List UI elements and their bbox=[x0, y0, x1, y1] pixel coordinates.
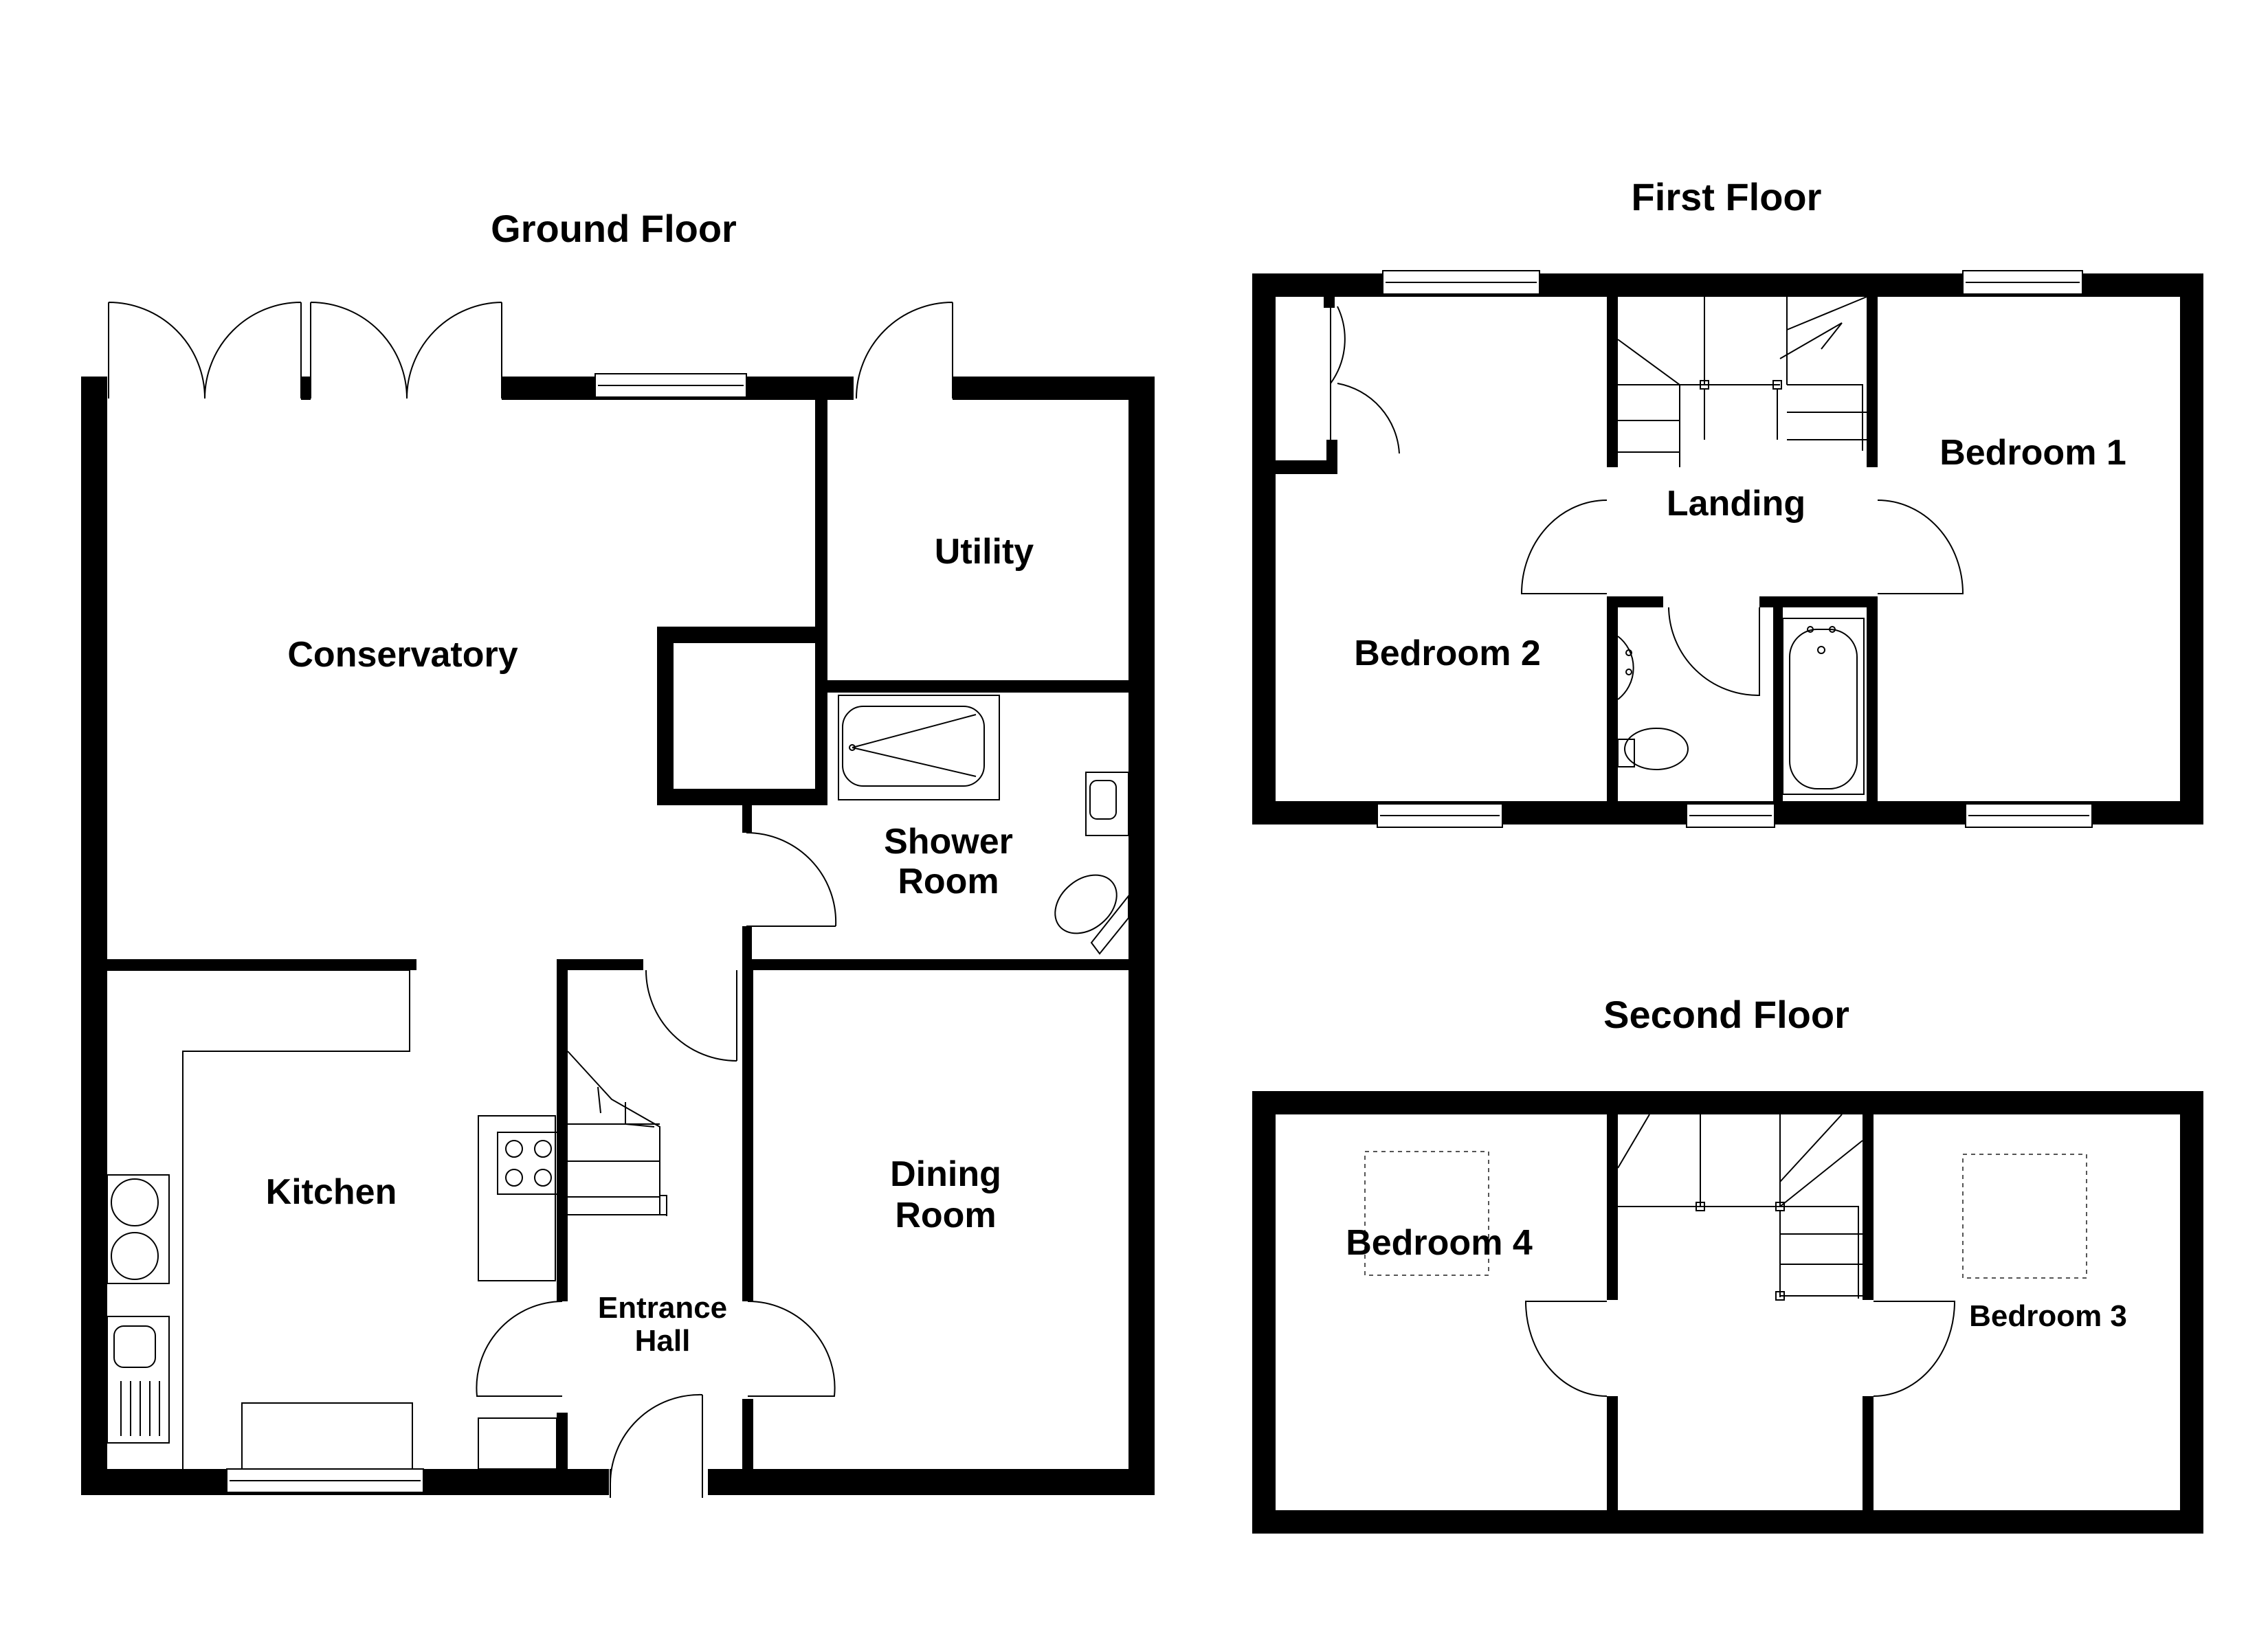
door-bedroom2 bbox=[1520, 500, 1608, 594]
second-wall-left bbox=[1252, 1091, 1276, 1534]
ground-wall-top-utility-stub bbox=[818, 377, 854, 400]
skylight-bedroom3 bbox=[1962, 1154, 2087, 1279]
hob-unit bbox=[478, 1115, 556, 1281]
wall-hall-top bbox=[557, 959, 643, 970]
french-door-mullion bbox=[301, 377, 311, 400]
second-wall-stair-right bbox=[1863, 1114, 1874, 1300]
first-bath bbox=[1782, 618, 1865, 795]
ground-wall-left bbox=[81, 377, 107, 1495]
cupboard-block bbox=[657, 627, 674, 805]
kitchen-worktop bbox=[107, 969, 410, 1469]
second-floor-plan: Second Floor Bedroom 4 Bedroom 3 bbox=[1252, 993, 2203, 1534]
label-bedroom1: Bedroom 1 bbox=[1939, 433, 2126, 473]
first-wall-stair-left bbox=[1607, 297, 1618, 467]
first-floor-plan: First Floor bbox=[1252, 175, 2203, 828]
cooker bbox=[107, 1174, 170, 1284]
door-bedroom3 bbox=[1873, 1301, 1956, 1397]
first-bath-top-wall-left bbox=[1607, 596, 1663, 607]
hall-door-top bbox=[645, 969, 737, 1062]
first-wall-left bbox=[1252, 273, 1276, 824]
kitchen-sink bbox=[107, 1316, 170, 1444]
wardrobe-wall bbox=[1276, 460, 1337, 474]
second-wall-right bbox=[2180, 1091, 2203, 1534]
first-floor-title: First Floor bbox=[1632, 175, 1822, 218]
first-wall-right bbox=[2180, 273, 2203, 824]
ground-floor-plan: Ground Floor bbox=[81, 207, 1155, 1498]
second-wall-stair-left bbox=[1607, 1114, 1618, 1300]
wall-dining-left bbox=[742, 959, 753, 1301]
first-bath-divider bbox=[1773, 596, 1783, 801]
label-bedroom3: Bedroom 3 bbox=[1969, 1299, 2127, 1333]
kitchen-door bbox=[476, 1301, 563, 1397]
french-door-2 bbox=[310, 302, 502, 399]
label-shower-room-1: Shower bbox=[884, 822, 1013, 862]
hall-stairs bbox=[567, 1051, 667, 1216]
label-kitchen: Kitchen bbox=[266, 1172, 397, 1212]
label-hall-2: Hall bbox=[635, 1324, 691, 1358]
shower-room-wc bbox=[1090, 894, 1129, 955]
door-bedroom4 bbox=[1524, 1301, 1608, 1397]
french-door-1 bbox=[108, 302, 302, 399]
label-utility: Utility bbox=[935, 532, 1034, 572]
label-dining-2: Room bbox=[895, 1196, 996, 1235]
label-hall-1: Entrance bbox=[598, 1291, 727, 1325]
wall-hall-left bbox=[557, 959, 568, 1301]
shower-tray bbox=[838, 695, 1000, 800]
label-bedroom4: Bedroom 4 bbox=[1346, 1223, 1533, 1263]
first-bath-top-wall-right bbox=[1759, 596, 1878, 607]
second-floor-title: Second Floor bbox=[1603, 993, 1849, 1036]
first-wc bbox=[1624, 728, 1689, 770]
second-wall-top bbox=[1252, 1091, 2203, 1114]
skylight-bedroom4 bbox=[1364, 1151, 1489, 1276]
dining-door bbox=[747, 1300, 836, 1397]
ground-floor-title: Ground Floor bbox=[491, 207, 737, 250]
wall-kitchen-top bbox=[107, 959, 416, 970]
first-wall-stair-right bbox=[1867, 297, 1878, 467]
ground-wall-right bbox=[1129, 377, 1155, 1495]
wall-utility-bottom bbox=[815, 680, 1129, 693]
label-landing: Landing bbox=[1667, 484, 1805, 524]
ground-wall-top-right bbox=[953, 377, 1155, 400]
first-floor-stairs bbox=[1617, 296, 1867, 467]
second-wall-bottom bbox=[1252, 1510, 2203, 1534]
door-bedroom1 bbox=[1877, 500, 1964, 594]
utility-door bbox=[856, 302, 953, 399]
kitchen-unit-bottom bbox=[241, 1402, 413, 1470]
shower-room-door bbox=[746, 831, 837, 927]
label-shower-room-2: Room bbox=[898, 862, 999, 901]
label-bedroom2: Bedroom 2 bbox=[1354, 633, 1541, 673]
wall-utility-left bbox=[815, 400, 827, 688]
wardrobe-doors bbox=[1330, 306, 1400, 454]
first-basin bbox=[1617, 636, 1634, 700]
shower-room-basin bbox=[1085, 772, 1129, 836]
second-floor-stairs bbox=[1617, 1114, 1863, 1299]
front-door bbox=[610, 1393, 703, 1498]
label-dining-1: Dining bbox=[890, 1154, 1001, 1194]
door-bathroom bbox=[1668, 607, 1760, 697]
wall-shower-left bbox=[742, 805, 752, 833]
ground-wall-bottom-right bbox=[708, 1469, 1155, 1495]
label-conservatory: Conservatory bbox=[287, 635, 518, 675]
wall-shower-bottom bbox=[742, 959, 1129, 970]
